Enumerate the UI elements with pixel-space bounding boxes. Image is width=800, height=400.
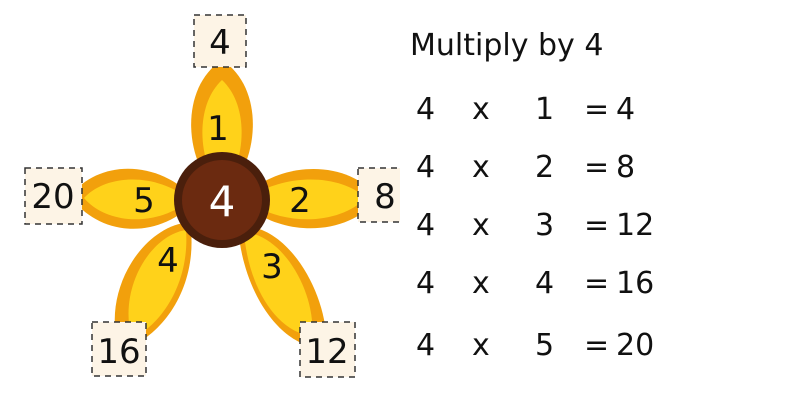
petal-3-result-box xyxy=(300,322,355,377)
equation-factor-a: 4 xyxy=(416,208,436,243)
petal-1-result: 4 xyxy=(209,23,231,63)
petal-5-inner xyxy=(84,179,190,220)
petal-5-label: 5 xyxy=(133,181,155,221)
petal-3-label: 3 xyxy=(261,247,283,287)
petal-3-result-border xyxy=(299,321,356,378)
petal-2-result: 8 xyxy=(374,177,396,217)
petal-2-inner xyxy=(245,179,366,220)
equation-times-sign: x xyxy=(472,328,490,363)
equation-row-5: 4 x 5 = 20 xyxy=(0,326,800,366)
petal-2: 2 8 xyxy=(240,167,400,229)
center-number: 4 xyxy=(209,177,236,226)
equation-factor-a: 4 xyxy=(416,92,436,127)
petal-2-result-box xyxy=(358,168,400,222)
center-disc xyxy=(182,160,262,240)
equation-equals-sign: = xyxy=(584,208,610,243)
equation-times-sign: x xyxy=(472,150,490,185)
petal-4-result-box xyxy=(92,322,146,376)
petal-4-inner xyxy=(128,230,187,338)
equation-factor-b: 4 xyxy=(535,266,555,301)
petal-1-label: 1 xyxy=(207,109,229,149)
petal-2-result-border xyxy=(357,167,400,223)
equation-result: 12 xyxy=(616,208,655,243)
equation-row-4: 4 x 4 = 16 xyxy=(0,264,800,304)
equation-factor-b: 5 xyxy=(535,328,555,363)
petal-5-result-box xyxy=(25,168,82,224)
equation-times-sign: x xyxy=(472,266,490,301)
table-title: Multiply by 4 xyxy=(410,28,604,63)
petal-4-result: 16 xyxy=(97,332,140,372)
equation-equals-sign: = xyxy=(584,92,610,127)
petal-2-label: 2 xyxy=(289,181,311,221)
equation-factor-b: 1 xyxy=(535,92,555,127)
equation-factor-a: 4 xyxy=(416,150,436,185)
petal-3-result: 12 xyxy=(305,332,348,372)
equation-factor-a: 4 xyxy=(416,328,436,363)
equation-equals-sign: = xyxy=(584,266,610,301)
petal-5-result-border xyxy=(24,167,83,225)
petal-4-result-border xyxy=(91,321,147,377)
equation-factor-a: 4 xyxy=(416,266,436,301)
equation-equals-sign: = xyxy=(584,328,610,363)
petal-1-result-border xyxy=(193,14,247,68)
petal-4: 4 16 xyxy=(91,222,192,377)
equation-times-sign: x xyxy=(472,92,490,127)
equation-factor-b: 2 xyxy=(535,150,555,185)
flower-center: 4 xyxy=(174,152,270,248)
equation-row-2: 4 x 2 = 8 xyxy=(0,148,800,188)
petal-5: 5 20 xyxy=(24,167,196,229)
equation-factor-b: 3 xyxy=(535,208,555,243)
petal-3: 3 12 xyxy=(238,225,356,378)
equation-row-1: 4 x 1 = 4 xyxy=(0,90,800,130)
equation-row-3: 4 x 3 = 12 xyxy=(0,206,800,246)
multiplication-flower: 1 4 2 8 3 12 4 16 5 20 xyxy=(24,14,400,378)
petal-5-result: 20 xyxy=(31,177,74,217)
equation-result: 20 xyxy=(616,328,655,363)
petal-4-label: 4 xyxy=(157,241,179,281)
equation-equals-sign: = xyxy=(584,150,610,185)
equation-result: 8 xyxy=(616,150,636,185)
petal-1-result-box xyxy=(194,15,246,67)
equation-times-sign: x xyxy=(472,208,490,243)
petal-3-inner xyxy=(244,232,313,336)
equation-result: 4 xyxy=(616,92,636,127)
equation-result: 16 xyxy=(616,266,655,301)
